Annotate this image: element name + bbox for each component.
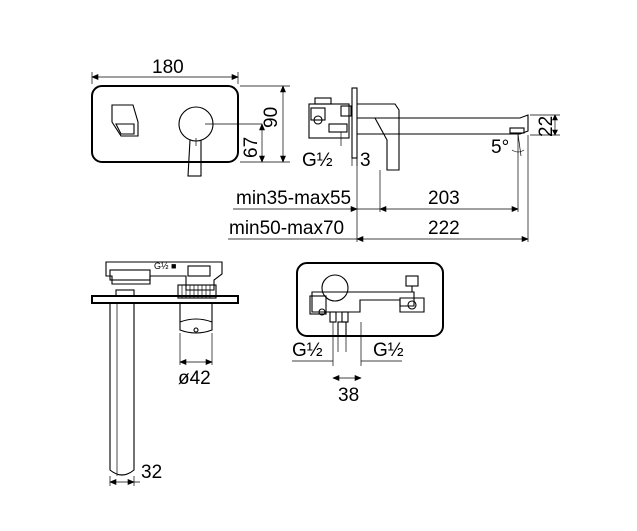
dim-o42: ø42 (178, 333, 213, 389)
diverter-knob (111, 104, 139, 137)
label-g12-right: G½ (373, 340, 404, 361)
dim-90: 90 (240, 85, 290, 163)
label-222: 222 (428, 218, 460, 239)
dim-180: 180 (91, 57, 239, 84)
label-o42: ø42 (178, 368, 211, 389)
marking-box: ■ (171, 261, 176, 271)
dim-g12-pair: G½ G½ (292, 322, 404, 366)
label-67: 67 (241, 137, 262, 158)
label-3: 3 (360, 150, 371, 171)
label-32: 32 (141, 462, 162, 483)
label-g12-left: G½ (292, 340, 323, 361)
label-min50-max70: min50-max70 (229, 218, 344, 239)
label-min35-max55: min35-max55 (236, 188, 351, 209)
side-plate (351, 87, 358, 159)
label-5deg: 5° (491, 137, 509, 158)
label-g12-top: G½ (302, 150, 333, 171)
back-plate (296, 262, 444, 337)
label-203: 203 (428, 188, 460, 209)
label-22: 22 (536, 116, 557, 137)
section-view: G½ ■ (91, 261, 239, 476)
dim-3: 3 (351, 150, 371, 171)
dim-22: 22 (530, 114, 560, 137)
label-90: 90 (261, 107, 282, 128)
spout-section (109, 303, 135, 476)
side-view (308, 87, 529, 171)
section-plate (91, 295, 239, 304)
back-view (296, 262, 444, 352)
mixer-handle (187, 139, 202, 177)
dim-222: min50-max70 222 (228, 218, 529, 242)
marking-g12: G½ (154, 261, 169, 271)
spout-side (357, 114, 529, 135)
label-38: 38 (338, 385, 359, 406)
dim-203: min35-max55 203 (233, 188, 519, 212)
dim-32: 32 (109, 462, 162, 486)
dim-67: 67 (241, 123, 265, 163)
front-view (91, 85, 262, 177)
label-180: 180 (152, 57, 184, 78)
angle-5: 5° (491, 133, 525, 158)
dim-38: 38 (332, 375, 362, 406)
